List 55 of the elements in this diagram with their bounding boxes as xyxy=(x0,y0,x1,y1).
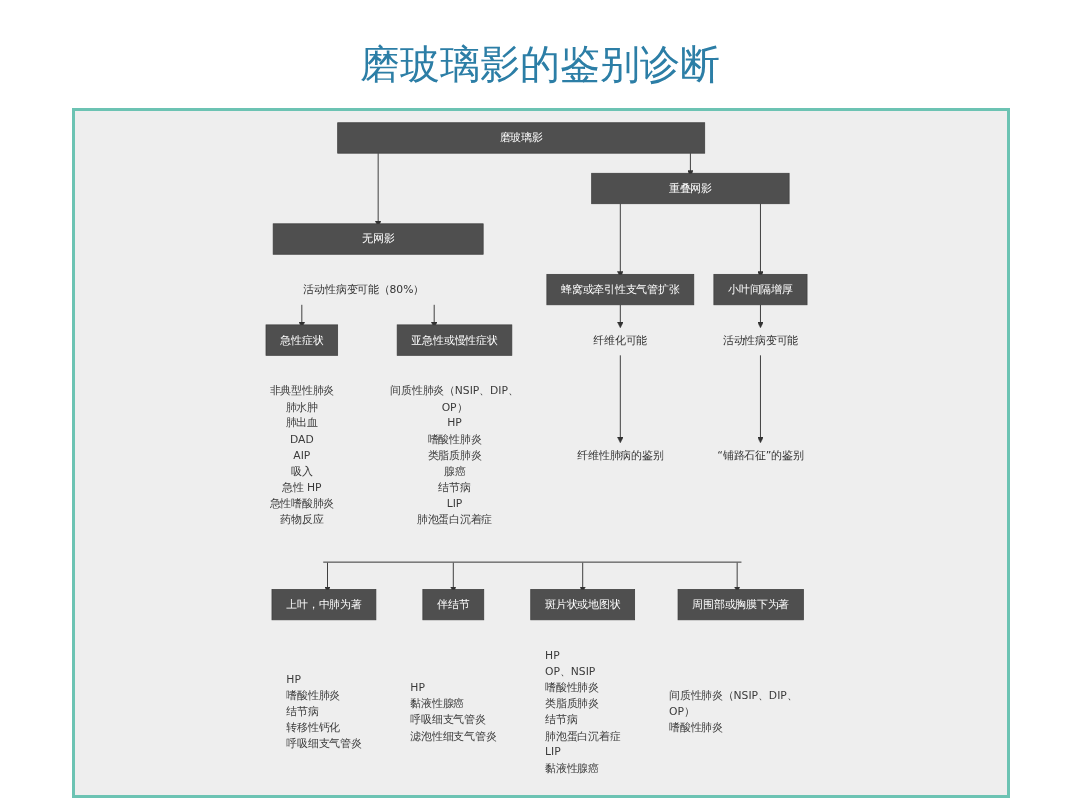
node-label: 类脂质肺炎 xyxy=(545,696,599,710)
node-label: 药物反应 xyxy=(280,513,324,526)
node-label: 间质性肺炎（NSIP、DIP、OP） xyxy=(390,384,519,414)
node-label: 嗜酸性肺炎 xyxy=(669,721,723,734)
node-label: 肺泡蛋白沉着症 xyxy=(545,729,621,743)
node-box xyxy=(677,589,804,621)
node-label: LIP xyxy=(545,745,561,759)
node-label: HP xyxy=(286,672,301,686)
node-label: 腺癌 xyxy=(443,464,466,478)
node-text: 活动性病变可能 xyxy=(722,333,799,347)
node-label: 呼吸细支气管炎 xyxy=(410,713,486,726)
title: 磨玻璃影的鉴别诊断 xyxy=(360,40,720,88)
node-box xyxy=(713,273,808,306)
node-label: DAD xyxy=(289,432,314,446)
node-label: 非典型性肺炎 xyxy=(269,384,335,397)
node-label: LIP xyxy=(446,496,463,510)
node-label: 结节病 xyxy=(438,480,471,494)
node-label: 肺水肿 xyxy=(285,400,318,414)
node-label: HP xyxy=(410,680,425,694)
node-bar xyxy=(323,561,742,563)
node-box xyxy=(396,324,513,356)
node-text: 纤维性肺病的鉴别 xyxy=(577,448,664,462)
node-label: 嗜酸性肺炎 xyxy=(286,688,341,702)
node-box xyxy=(591,172,790,205)
node-label: HP xyxy=(447,416,462,430)
node-label: 肺泡蛋白沉着症 xyxy=(416,513,493,526)
node-label: 转移性钙化 xyxy=(286,721,341,734)
node-text: 活动性病变可能（80%） xyxy=(303,282,425,296)
node-box xyxy=(271,589,377,621)
node-label: 急性嗜酸肺炎 xyxy=(269,496,335,510)
node-box xyxy=(530,589,635,621)
node-label: HP xyxy=(545,648,560,662)
node-box xyxy=(337,122,706,154)
node-label: 嗜酸性肺炎 xyxy=(545,680,599,694)
node-label: OP、NSIP xyxy=(545,664,596,678)
node-label: AIP xyxy=(293,448,311,462)
node-label: 肺出血 xyxy=(285,416,318,430)
node-label: 黏液性腺癌 xyxy=(410,696,465,710)
node-box xyxy=(265,324,339,356)
node-label: 间质性肺炎（NSIP、DIP、OP） xyxy=(669,688,798,718)
node-label: 类脂质肺炎 xyxy=(427,448,482,462)
node-label: 急性 HP xyxy=(282,480,322,494)
node-label: 黏液性腺癌 xyxy=(545,761,599,775)
node-label: 滤泡性细支气管炎 xyxy=(410,729,497,743)
node-label: 呼吸细支气管炎 xyxy=(286,737,362,751)
node-label: 吸入 xyxy=(291,464,313,478)
diagram-panel: 磨玻璃影 无网影 重叠网影 活动性病变可能（80%） 急性症状 非典型性肺炎 肺水肿 肺出血 DAD AIP 吸入 急性 HP 急性嗜酸肺炎 药物反应 亚急性或慢性症状 间质性肺炎（NSIP、DIP、OP） HP 嗜酸性肺炎 类脂质肺炎 腺癌 结节病 LIP 肺泡蛋白沉着症 蜂窝或牵引性支气管扩张 小叶间隔增厚 纤维化可能 活动性病变可能 纤维性肺病的鉴别 “铺路石征”的鉴别 上叶，中肺为著 HP 嗜酸性肺炎 结节病 转移性钙化 呼吸细支气管炎 伴结节 HP 黏液性腺癌 呼吸细支气管炎 滤泡性细支气管炎 斑片状或地图状 HP OP、NSIP 嗜酸性肺炎 类脂质肺炎 结节病 肺泡蛋白沉着症 LIP 黏液性腺癌 周围部或胸膜下为著 间质性肺炎（NSIP、DIP、OP） 嗜酸性肺炎 xyxy=(72,108,1010,798)
node-label: 结节病 xyxy=(286,704,319,718)
node-box xyxy=(272,223,484,255)
node-label: 结节病 xyxy=(545,713,578,726)
node-text: “铺路石征”的鉴别 xyxy=(717,448,804,462)
node-label: 嗜酸性肺炎 xyxy=(427,432,482,446)
node-box xyxy=(546,273,695,306)
node-text: 纤维化可能 xyxy=(593,333,648,347)
node-box xyxy=(422,589,485,621)
